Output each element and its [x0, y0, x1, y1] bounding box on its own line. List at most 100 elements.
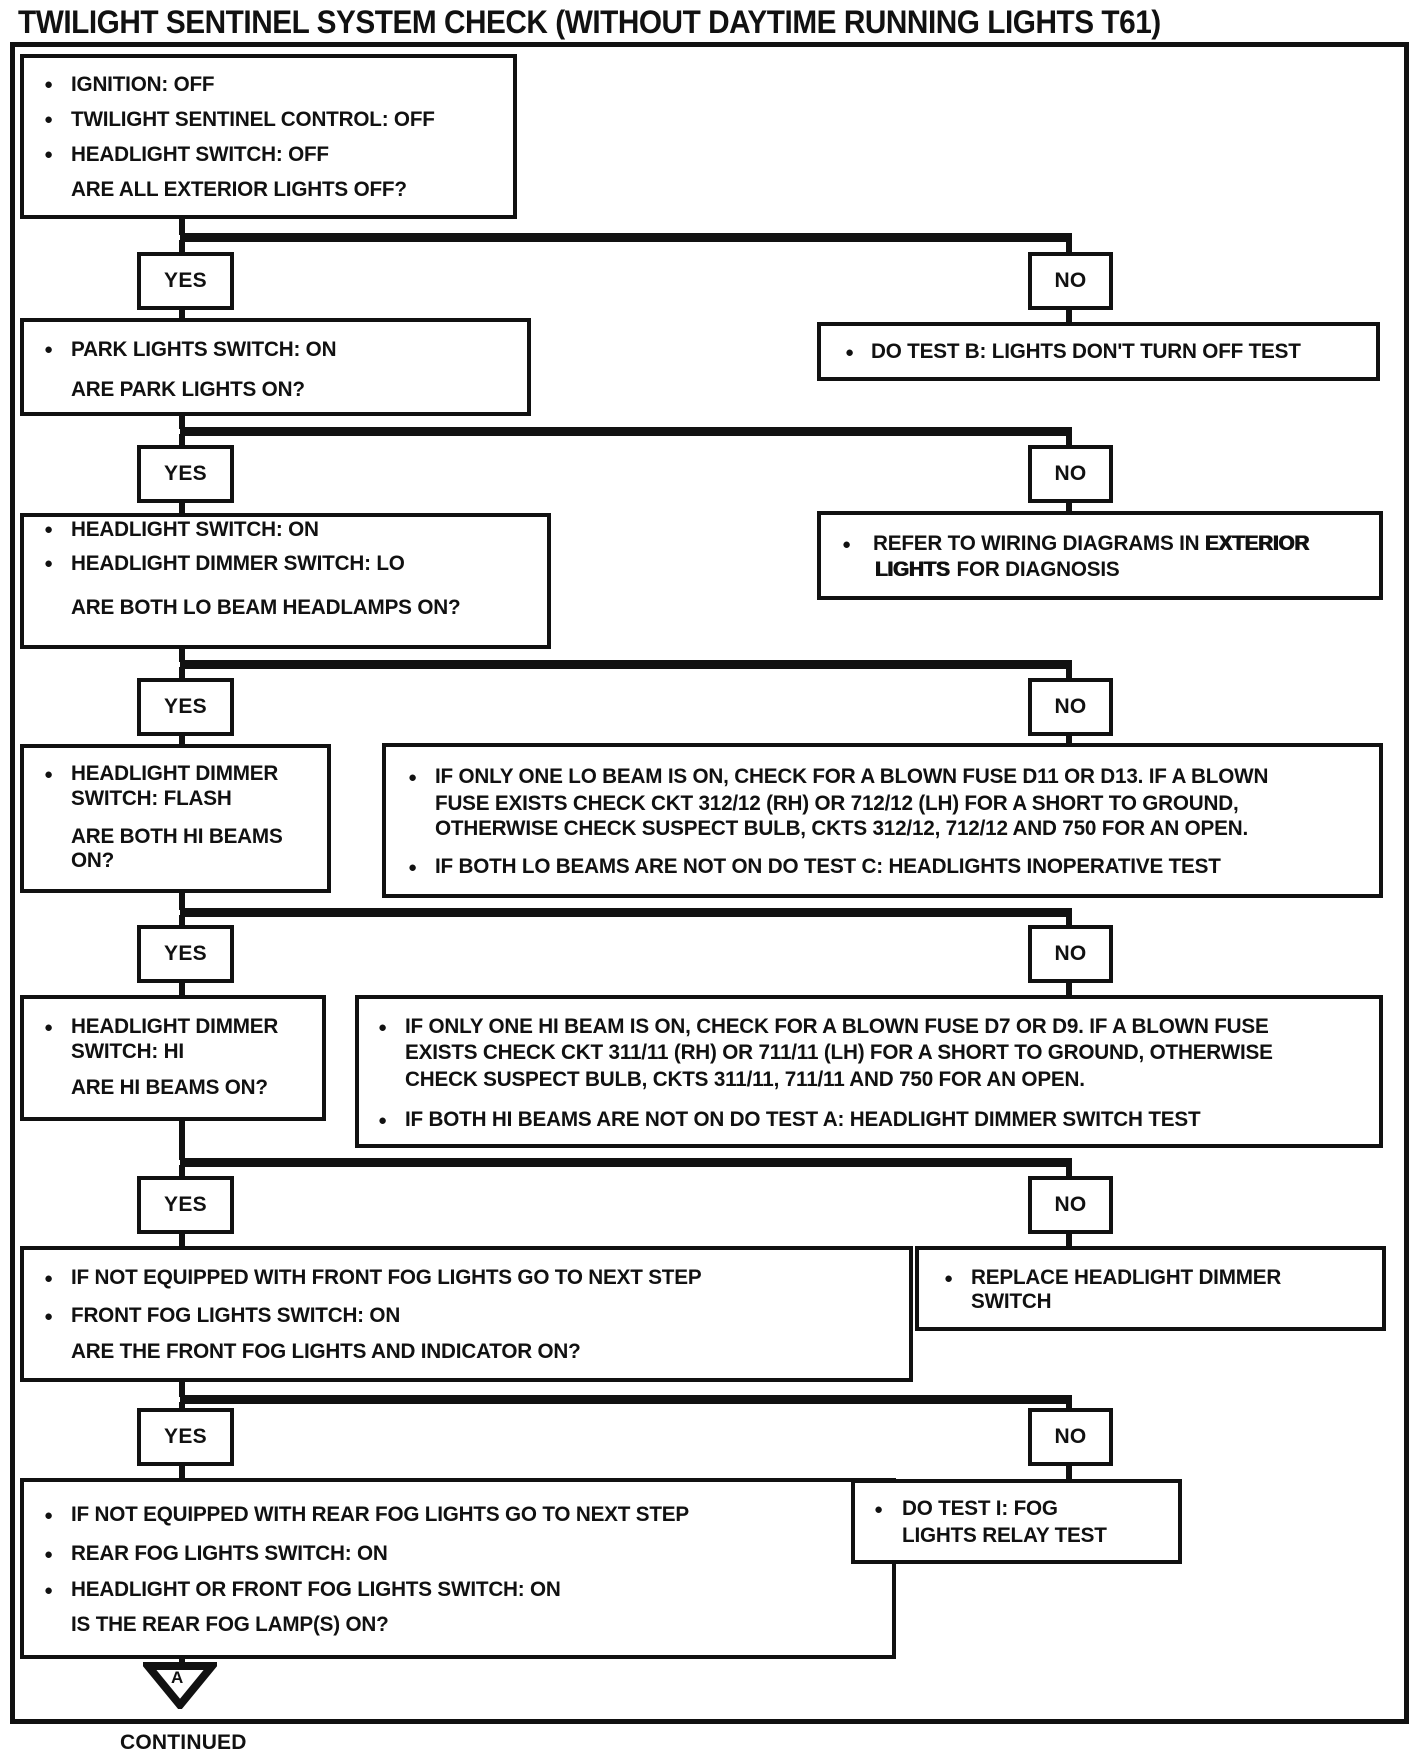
step-box-3	[20, 513, 551, 649]
step7-bullet-2: REAR FOG LIGHTS SWITCH: ON	[71, 1542, 388, 1565]
bullet-icon: ●	[408, 769, 418, 786]
connector-line	[1066, 240, 1072, 253]
connector-line	[180, 660, 1072, 669]
connector-line	[180, 233, 1072, 242]
bullet-icon: ●	[378, 1112, 388, 1129]
step-box-1	[20, 54, 517, 219]
connector-a-triangle-icon	[139, 1661, 221, 1714]
action5-line-2: SWITCH	[971, 1290, 1052, 1313]
connector-line	[179, 649, 185, 662]
step1-bullet-1: IGNITION: OFF	[71, 73, 215, 96]
step5-bullet1-line1: HEADLIGHT DIMMER	[71, 1015, 279, 1038]
step3-bullet-2: HEADLIGHT DIMMER SWITCH: LO	[71, 552, 405, 575]
step7-bullet-1: IF NOT EQUIPPED WITH REAR FOG LIGHTS GO …	[71, 1503, 690, 1526]
connector-line	[1066, 1466, 1072, 1480]
action4-bullet1-line3: CHECK SUSPECT BULB, CKTS 311/11, 711/11 …	[405, 1068, 1085, 1091]
connector-line	[1066, 310, 1072, 323]
action-box-hi-beam-check	[355, 995, 1383, 1148]
action5-line-1: REPLACE HEADLIGHT DIMMER	[971, 1266, 1282, 1289]
action2-line1-bold: EXTERIOR	[1204, 532, 1310, 555]
bullet-icon: ●	[378, 1019, 388, 1036]
bullet-icon: ●	[44, 766, 54, 783]
connector-line	[179, 983, 185, 996]
connector-line	[179, 1234, 185, 1247]
action1-text: DO TEST B: LIGHTS DON'T TURN OFF TEST	[871, 340, 1301, 363]
bullet-icon: ●	[44, 521, 54, 538]
connector-line	[180, 908, 1072, 917]
step1-bullet-3: HEADLIGHT SWITCH: OFF	[71, 143, 329, 166]
no-label-box-4: NO	[1028, 925, 1113, 983]
step4-bullet1-line2: SWITCH: FLASH	[71, 787, 232, 810]
connector-line	[1066, 983, 1072, 996]
connector-line	[179, 416, 185, 429]
connector-line	[1066, 736, 1072, 744]
connector-a-label: A	[171, 1668, 184, 1687]
connector-line	[1066, 1402, 1072, 1409]
action3-bullet1-line2: FUSE EXISTS CHECK CKT 312/12 (RH) OR 712…	[435, 792, 1239, 815]
connector-line	[1066, 667, 1072, 679]
connector-line	[179, 434, 185, 446]
bullet-icon: ●	[44, 555, 54, 572]
connector-line	[1066, 915, 1072, 926]
bullet-icon: ●	[845, 344, 855, 361]
action3-bullet2: IF BOTH LO BEAMS ARE NOT ON DO TEST C: H…	[435, 855, 1221, 878]
step6-bullet-1: IF NOT EQUIPPED WITH FRONT FOG LIGHTS GO…	[71, 1266, 702, 1289]
bullet-icon: ●	[44, 76, 54, 93]
step-box-2	[20, 318, 531, 416]
step5-question: ARE HI BEAMS ON?	[71, 1076, 268, 1099]
connector-line	[180, 427, 1072, 436]
bullet-icon: ●	[44, 1019, 54, 1036]
bullet-icon: ●	[44, 146, 54, 163]
connector-line	[179, 667, 185, 679]
action6-line-1: DO TEST I: FOG	[902, 1497, 1058, 1520]
bullet-icon: ●	[44, 341, 54, 358]
step7-question: IS THE REAR FOG LAMP(S) ON?	[71, 1613, 389, 1636]
bullet-icon: ●	[44, 1270, 54, 1287]
no-label-box-1: NO	[1028, 252, 1113, 310]
step6-question: ARE THE FRONT FOG LIGHTS AND INDICATOR O…	[71, 1340, 581, 1363]
step6-bullet-2: FRONT FOG LIGHTS SWITCH: ON	[71, 1304, 401, 1327]
action2-line1-normal: REFER TO WIRING DIAGRAMS IN	[873, 532, 1205, 555]
bullet-icon: ●	[944, 1270, 954, 1287]
step2-question: ARE PARK LIGHTS ON?	[71, 378, 305, 401]
connector-line	[179, 893, 185, 910]
yes-label-box-5: YES	[137, 1176, 234, 1234]
connector-line	[179, 915, 185, 926]
yes-label-box-3: YES	[137, 678, 234, 736]
no-label-box-3: NO	[1028, 678, 1113, 736]
yes-label-box-6: YES	[137, 1408, 234, 1466]
action4-bullet1-line1: IF ONLY ONE HI BEAM IS ON, CHECK FOR A B…	[405, 1015, 1269, 1038]
step-box-7	[20, 1478, 896, 1659]
no-label-box-6: NO	[1028, 1408, 1113, 1466]
connector-line	[179, 1402, 185, 1409]
yes-label-box-4: YES	[137, 925, 234, 983]
bullet-icon: ●	[44, 111, 54, 128]
bullet-icon: ●	[44, 1308, 54, 1325]
step4-question-line2: ON?	[71, 849, 115, 872]
connector-line	[179, 736, 185, 745]
yes-label-box-1: YES	[137, 252, 234, 310]
step2-bullet-1: PARK LIGHTS SWITCH: ON	[71, 338, 337, 361]
action-box-replace-dimmer-switch	[915, 1246, 1386, 1331]
action3-bullet1-line1: IF ONLY ONE LO BEAM IS ON, CHECK FOR A B…	[435, 765, 1269, 788]
page-title: TWILIGHT SENTINEL SYSTEM CHECK (WITHOUT …	[18, 4, 1161, 40]
connector-line	[179, 310, 185, 320]
connector-line	[1066, 1165, 1072, 1177]
connector-line	[179, 503, 185, 514]
action2-line2-bold: LIGHTS	[875, 558, 950, 581]
bullet-icon: ●	[842, 536, 852, 553]
step-box-4	[20, 744, 331, 893]
connector-line	[1066, 503, 1072, 512]
step1-bullet-2: TWILIGHT SENTINEL CONTROL: OFF	[71, 108, 435, 131]
action6-line-2: LIGHTS RELAY TEST	[902, 1524, 1107, 1547]
yes-label-box-2: YES	[137, 445, 234, 503]
step7-bullet-3: HEADLIGHT OR FRONT FOG LIGHTS SWITCH: ON	[71, 1578, 561, 1601]
action-box-wiring-diagrams	[817, 511, 1383, 600]
connector-line	[179, 1466, 185, 1479]
no-label-box-2: NO	[1028, 445, 1113, 503]
connector-line	[179, 219, 185, 235]
step1-question: ARE ALL EXTERIOR LIGHTS OFF?	[71, 178, 407, 201]
step4-question-line1: ARE BOTH HI BEAMS	[71, 825, 283, 848]
